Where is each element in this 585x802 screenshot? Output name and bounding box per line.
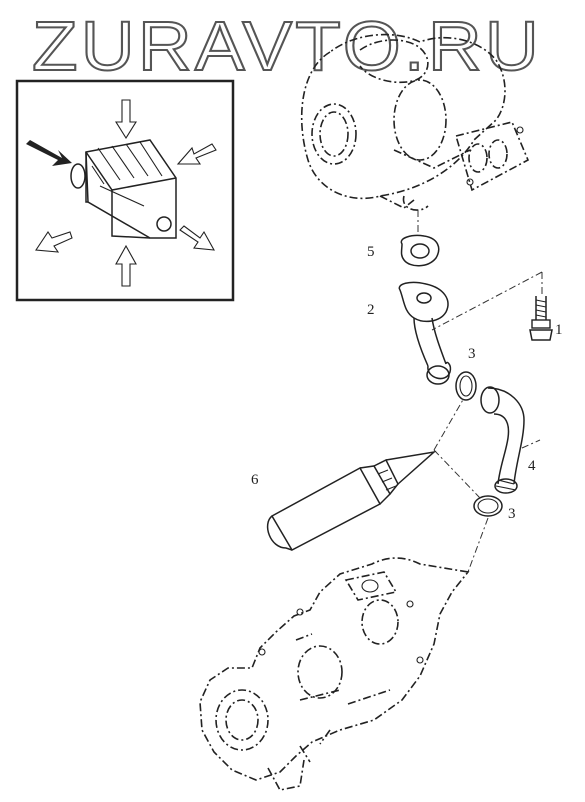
arrow-right-down-icon: [179, 225, 215, 251]
callout-4: 4: [528, 458, 536, 474]
bolt-part-1: [431, 271, 553, 341]
arrow-pointer-icon: [26, 140, 72, 166]
callout-3-upper: 3: [468, 346, 476, 362]
arrow-left-down-icon: [176, 143, 217, 165]
callout-1: 1: [555, 322, 563, 338]
engine-housing: [199, 557, 470, 791]
callout-6: 6: [251, 472, 259, 488]
arrow-down-icon: [115, 99, 137, 140]
o-ring-part-3-upper: [455, 371, 477, 401]
o-ring-part-3-lower: [473, 495, 503, 517]
gasket-part-5: [400, 234, 440, 267]
engine-block-icon: [70, 139, 177, 239]
callout-3-lower: 3: [508, 506, 516, 522]
sealant-tube-part-6: [266, 450, 437, 551]
watermark-text: ZURAVTO.RU: [32, 7, 542, 85]
hose-part-4: [480, 386, 541, 494]
turbocharger: [300, 33, 530, 211]
oil-return-pipe-part-2: [398, 281, 452, 385]
callout-5: 5: [367, 244, 375, 260]
arrow-left-up-icon: [35, 231, 73, 253]
arrow-up-icon: [115, 244, 137, 287]
location-inset: [15, 79, 235, 302]
callout-2: 2: [367, 302, 375, 318]
